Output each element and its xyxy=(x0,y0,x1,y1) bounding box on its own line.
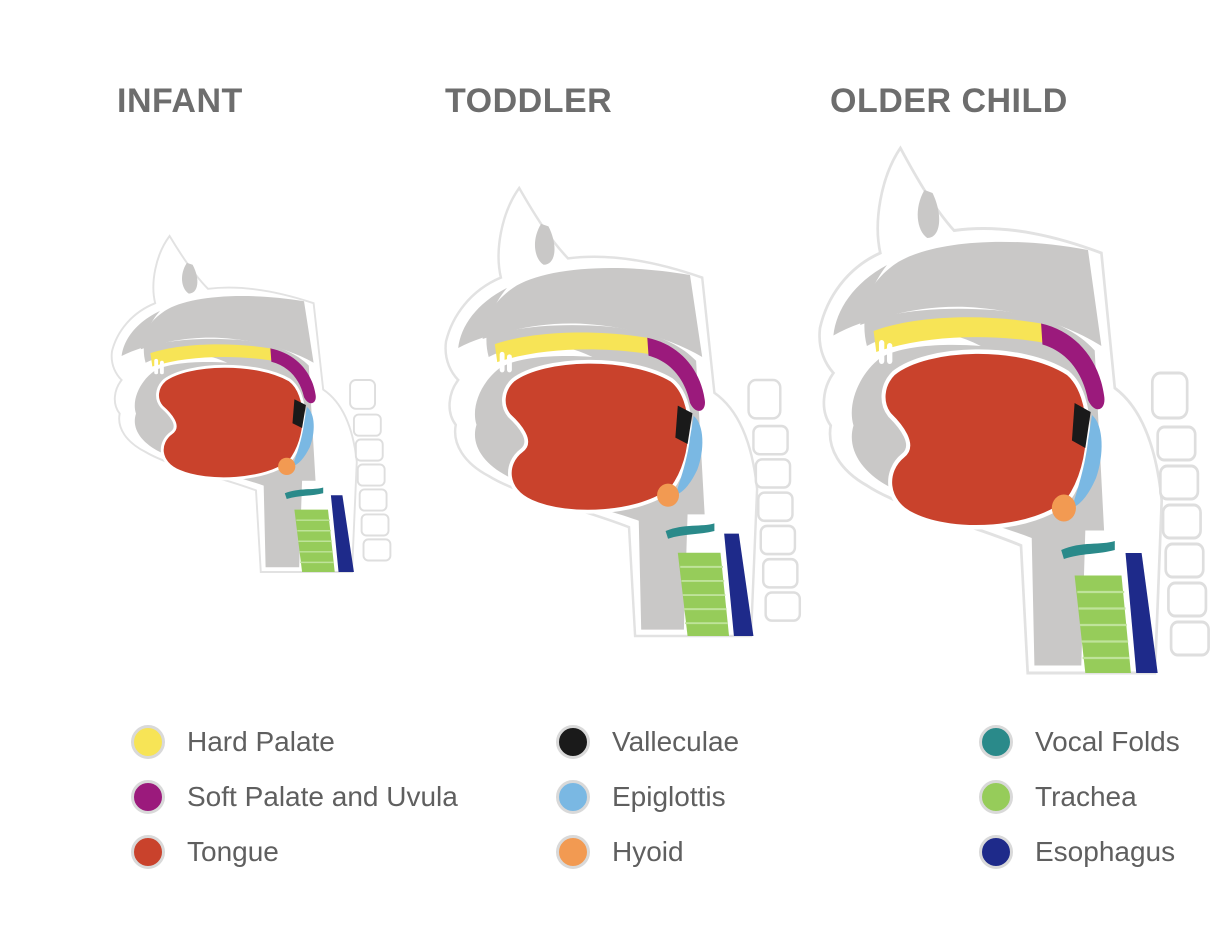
trachea-swatch xyxy=(979,779,1013,814)
legend-label: Hyoid xyxy=(612,835,684,867)
legend-item: Valleculae xyxy=(556,714,739,769)
legend-label: Hard Palate xyxy=(187,725,335,757)
legend-label: Esophagus xyxy=(1035,835,1176,867)
soft-palate-swatch xyxy=(131,779,165,814)
legend-item: Epiglottis xyxy=(556,769,739,824)
legend-item: Hyoid xyxy=(556,824,739,879)
title-older-child: OLDER CHILD xyxy=(830,82,1068,120)
vocal-folds-swatch xyxy=(979,724,1013,759)
valleculae-swatch xyxy=(556,724,590,759)
older-child-airway xyxy=(820,148,1209,673)
hard-palate-swatch xyxy=(131,724,165,759)
legend-label: Tongue xyxy=(187,835,279,867)
legend-label: Soft Palate and Uvula xyxy=(187,780,458,812)
airway-diagrams xyxy=(110,0,1232,700)
legend-item: Esophagus xyxy=(979,824,1180,879)
legend-label: Epiglottis xyxy=(612,780,726,812)
esophagus-swatch xyxy=(979,834,1013,869)
legend-label: Trachea xyxy=(1035,780,1137,812)
infant-airway xyxy=(110,234,392,574)
hyoid-swatch xyxy=(556,834,590,869)
tongue-swatch xyxy=(131,834,165,869)
legend-item: Soft Palate and Uvula xyxy=(131,769,458,824)
legend-column-2: Valleculae Epiglottis Hyoid xyxy=(556,714,739,879)
title-infant: INFANT xyxy=(117,82,243,120)
toddler-airway xyxy=(443,186,802,638)
legend-item: Tongue xyxy=(131,824,458,879)
legend-column-3: Vocal Folds Trachea Esophagus xyxy=(979,714,1180,879)
legend-column-1: Hard Palate Soft Palate and Uvula Tongue xyxy=(131,714,458,879)
legend-item: Vocal Folds xyxy=(979,714,1180,769)
legend-label: Vocal Folds xyxy=(1035,725,1180,757)
epiglottis-swatch xyxy=(556,779,590,814)
legend-label: Valleculae xyxy=(612,725,740,757)
legend-item: Trachea xyxy=(979,769,1180,824)
legend-item: Hard Palate xyxy=(131,714,458,769)
title-toddler: TODDLER xyxy=(445,82,613,120)
